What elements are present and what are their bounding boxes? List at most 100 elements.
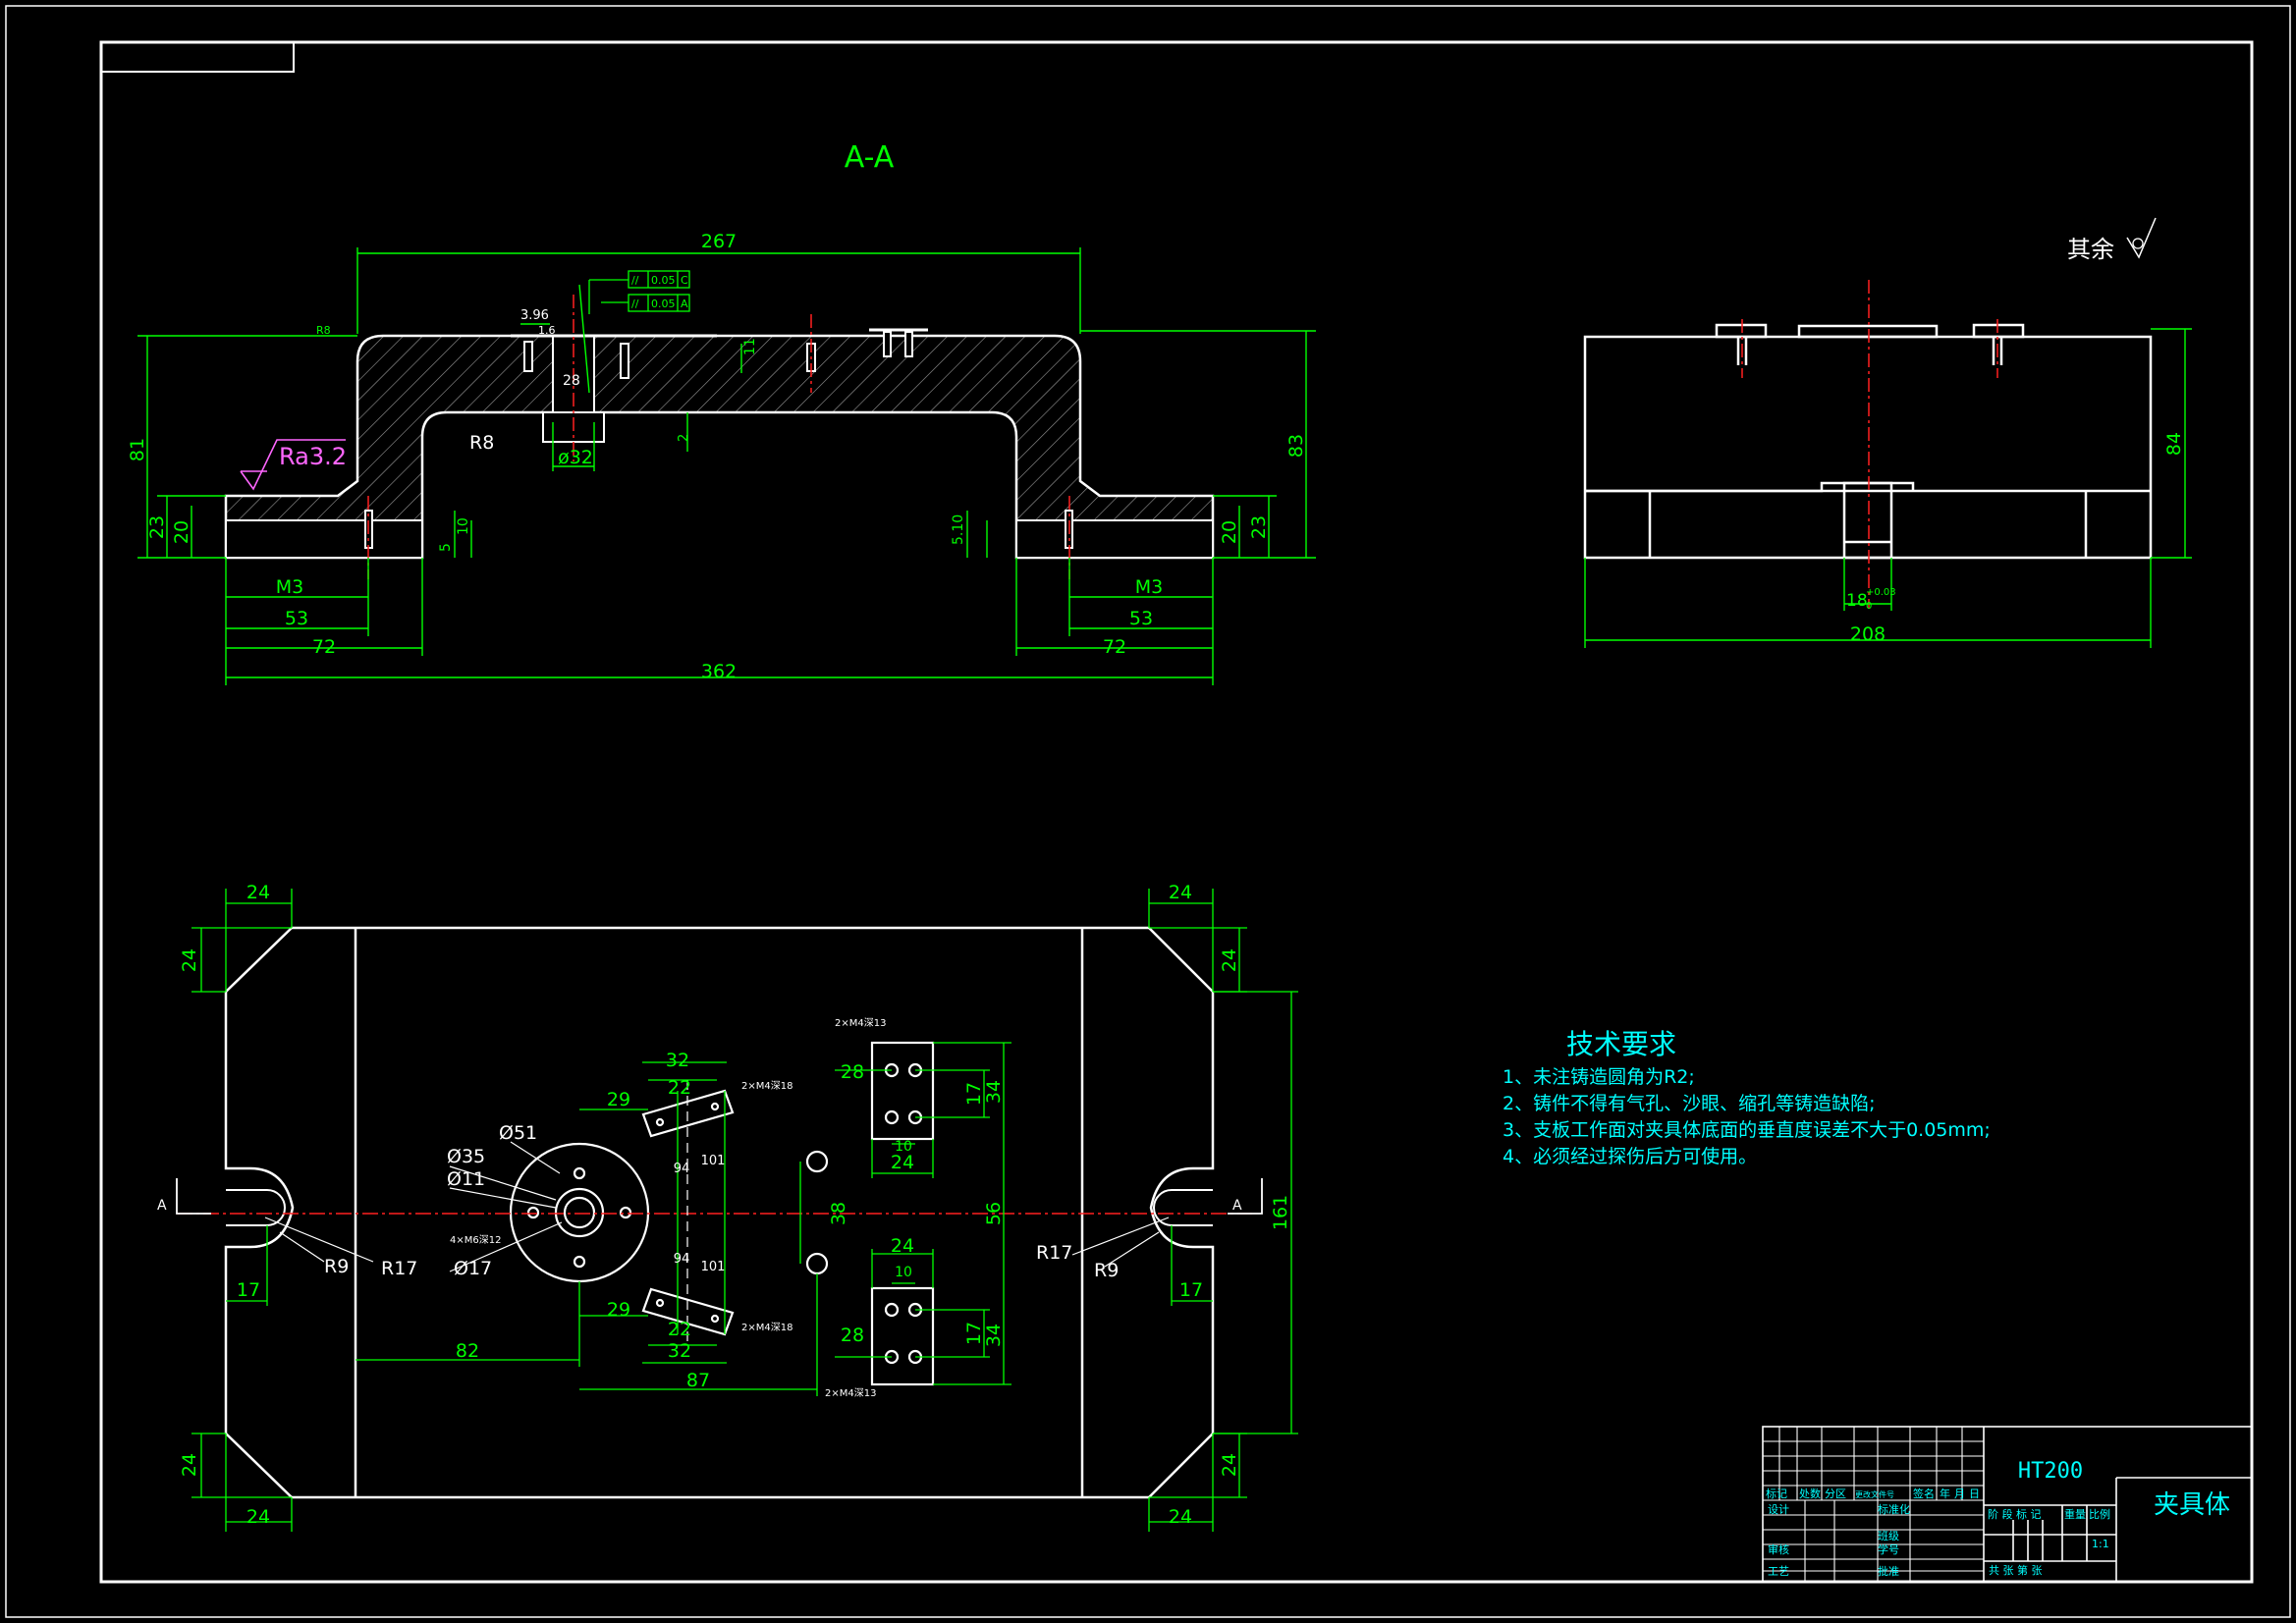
dim-22-bot: 22 bbox=[668, 1319, 691, 1340]
tb-student-no: 学号 bbox=[1878, 1542, 1899, 1556]
tb-design: 设计 bbox=[1768, 1503, 1789, 1516]
tb-scale-value: 1:1 bbox=[2092, 1538, 2109, 1550]
dim-20-right: 20 bbox=[1219, 520, 1240, 544]
dim-r8-inner: R8 bbox=[469, 432, 494, 454]
dim-24-block-bot: 24 bbox=[891, 1235, 914, 1257]
tb-sheets: 共 张 第 张 bbox=[1989, 1563, 2043, 1577]
tb-rev-6: 年 bbox=[1940, 1487, 1950, 1500]
dim-51: Ø51 bbox=[499, 1122, 537, 1144]
tol-val-2: 0.05 bbox=[651, 298, 676, 310]
dim-38: 38 bbox=[828, 1202, 849, 1225]
tb-rev-5: 签名 bbox=[1913, 1487, 1935, 1500]
plan-outline bbox=[224, 926, 1215, 1499]
tech-req-item-2: 2、铸件不得有气孔、沙眼、缩孔等铸造缺陷; bbox=[1503, 1093, 1876, 1114]
tb-weight: 重量 bbox=[2064, 1507, 2086, 1521]
tb-process: 工艺 bbox=[1768, 1565, 1789, 1578]
dim-17-block-bot: 17 bbox=[963, 1322, 985, 1345]
dim-56: 56 bbox=[983, 1202, 1005, 1225]
roughness-note: 其余 bbox=[2067, 236, 2114, 263]
dim-r8-top: R8 bbox=[316, 324, 331, 337]
tol-datum-2: A bbox=[681, 298, 688, 310]
dim-24-br-v: 24 bbox=[1219, 1453, 1240, 1477]
holes-bot-slot: 2×M4深18 bbox=[741, 1322, 793, 1333]
dim-r17-left: R17 bbox=[381, 1258, 417, 1279]
dim-32-top: 32 bbox=[666, 1050, 689, 1071]
section-mark-left: A bbox=[157, 1198, 167, 1214]
dim-28-top: 28 bbox=[841, 1061, 864, 1083]
dim-r17-right: R17 bbox=[1036, 1242, 1072, 1264]
tech-req-heading: 技术要求 bbox=[1566, 1028, 1676, 1060]
slot-upper bbox=[641, 1089, 735, 1138]
tech-req-item-1: 1、未注铸造圆角为R2; bbox=[1503, 1066, 1695, 1088]
section-view: A-A bbox=[127, 140, 1316, 685]
thread-m3-left: M3 bbox=[276, 576, 303, 598]
tol-upper: +0.03 bbox=[1866, 587, 1896, 598]
tol-sym-2: // bbox=[631, 298, 639, 310]
tolerance-frames bbox=[588, 270, 690, 314]
dim-10: 10 bbox=[456, 517, 471, 535]
dim-81: 81 bbox=[127, 438, 148, 461]
holes-bot-block: 2×M4深13 bbox=[825, 1387, 876, 1399]
dim-53-right: 53 bbox=[1129, 608, 1153, 629]
dim-r9-left: R9 bbox=[324, 1256, 349, 1277]
dim-94-top: 94 bbox=[674, 1162, 690, 1176]
dim-17-block-top: 17 bbox=[963, 1082, 985, 1106]
drawing-frame bbox=[5, 5, 2291, 1618]
dim-34-bot: 34 bbox=[983, 1324, 1005, 1347]
dim-24-bl-h: 24 bbox=[246, 1506, 270, 1528]
tb-rev-8: 日 bbox=[1969, 1488, 1980, 1500]
tol-datum-1: C bbox=[681, 274, 688, 287]
slot-left bbox=[226, 1189, 286, 1226]
title-block: 标记 处数 分区 更改文件号 签名 年 月 日 设计 标准化 班级 审核 学号 … bbox=[1762, 1426, 2253, 1583]
dim-2: 2 bbox=[677, 434, 691, 442]
foot-right-base bbox=[1015, 519, 1214, 559]
tb-part-name: 夹具体 bbox=[2154, 1490, 2230, 1520]
dim-23-right: 23 bbox=[1248, 515, 1270, 539]
dim-362: 362 bbox=[701, 661, 737, 682]
tb-rev-1: 标记 bbox=[1766, 1487, 1787, 1500]
tb-class: 班级 bbox=[1878, 1530, 1899, 1542]
dim-24-tl-v: 24 bbox=[179, 948, 200, 972]
tb-review: 审核 bbox=[1768, 1542, 1789, 1556]
dim-10-bot: 10 bbox=[895, 1265, 912, 1280]
dim-32-bot: 32 bbox=[668, 1340, 691, 1362]
dim-17-right: 17 bbox=[1179, 1279, 1203, 1301]
tb-rev-2: 处数 bbox=[1799, 1488, 1821, 1500]
dim-101-bot: 101 bbox=[701, 1260, 726, 1274]
dim-18: 18 bbox=[1846, 591, 1868, 611]
foot-left-base bbox=[225, 519, 423, 559]
dim-82: 82 bbox=[456, 1340, 479, 1362]
dim-84: 84 bbox=[2163, 432, 2185, 456]
dim-24-tl-h: 24 bbox=[246, 882, 270, 903]
side-view: 其余 bbox=[1583, 217, 2192, 648]
tb-approve: 批准 bbox=[1878, 1564, 1899, 1578]
tol-sym-1: // bbox=[631, 274, 639, 287]
tb-material: HT200 bbox=[2018, 1459, 2083, 1484]
dim-208: 208 bbox=[1850, 623, 1886, 645]
dim-23-left: 23 bbox=[146, 515, 168, 539]
tb-rev-3: 分区 bbox=[1825, 1488, 1846, 1500]
holes-top-block: 2×M4深13 bbox=[835, 1017, 886, 1029]
dim-161: 161 bbox=[1270, 1195, 1291, 1230]
dim-83: 83 bbox=[1285, 434, 1307, 458]
dim-29-top: 29 bbox=[607, 1089, 630, 1110]
holes-center: 4×M6深12 bbox=[450, 1234, 501, 1246]
dim-396: 3.96 bbox=[520, 308, 549, 323]
section-mark-right: A bbox=[1232, 1198, 1242, 1214]
tb-rev-7: 月 bbox=[1954, 1488, 1965, 1500]
dim-24-block-top: 24 bbox=[891, 1152, 914, 1173]
dim-17-left: 17 bbox=[237, 1279, 260, 1301]
tb-stage: 阶 段 标 记 bbox=[1988, 1507, 2042, 1521]
dim-24-br-h: 24 bbox=[1169, 1506, 1192, 1528]
dim-28-bot: 28 bbox=[841, 1325, 864, 1346]
dim-35: Ø35 bbox=[447, 1146, 485, 1167]
holes-top-slot: 2×M4深18 bbox=[741, 1080, 793, 1092]
center-disc bbox=[509, 1142, 829, 1283]
tech-req-item-3: 3、支板工作面对夹具体底面的垂直度误差不大于0.05mm; bbox=[1503, 1119, 1991, 1141]
dim-5: 5 bbox=[438, 543, 454, 552]
dim-11-dia: Ø11 bbox=[447, 1168, 485, 1190]
dim-20-left: 20 bbox=[171, 520, 192, 544]
tb-standardize: 标准化 bbox=[1878, 1502, 1910, 1516]
dim-r9-right: R9 bbox=[1094, 1260, 1119, 1281]
